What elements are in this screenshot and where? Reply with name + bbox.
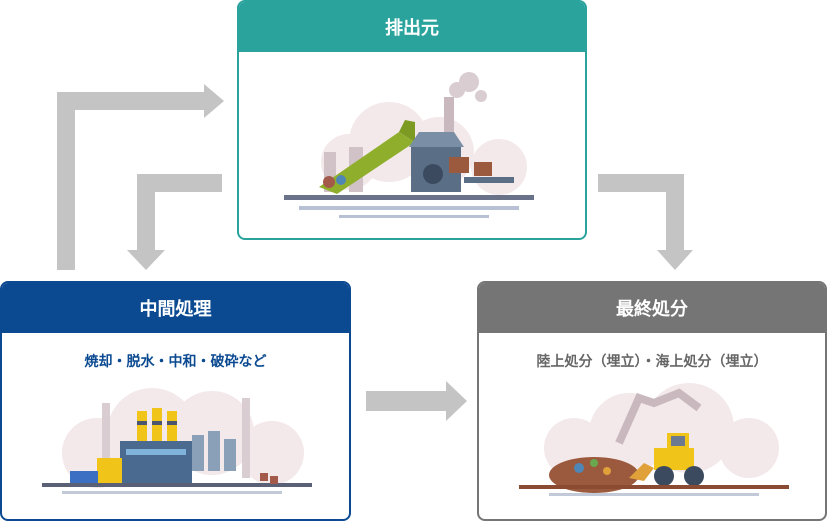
intermediate-card: 中間処理 焼却・脱水・中和・破砕など (0, 281, 351, 521)
intermediate-subtitle: 焼却・脱水・中和・破砕など (84, 354, 267, 370)
arrow-intermediate-to-final (366, 381, 467, 421)
final-subtitle: 陸上処分（埋立）・海上処分（埋立） (536, 354, 768, 370)
intermediate-title: 中間処理 (2, 283, 349, 333)
arrow-source-to-intermediate (127, 174, 222, 270)
arrow-intermediate-to-source (57, 84, 224, 270)
arrow-source-to-final (598, 174, 693, 270)
landfill-bulldozer-illustration (519, 383, 789, 496)
final-title: 最終処分 (479, 283, 825, 333)
factory-illustration (42, 388, 312, 494)
source-title: 排出元 (239, 2, 585, 52)
final-card: 最終処分 陸上処分（埋立）・海上処分（埋立） (477, 281, 827, 521)
source-card: 排出元 (237, 0, 587, 240)
conveyor-machine-illustration (284, 72, 534, 218)
